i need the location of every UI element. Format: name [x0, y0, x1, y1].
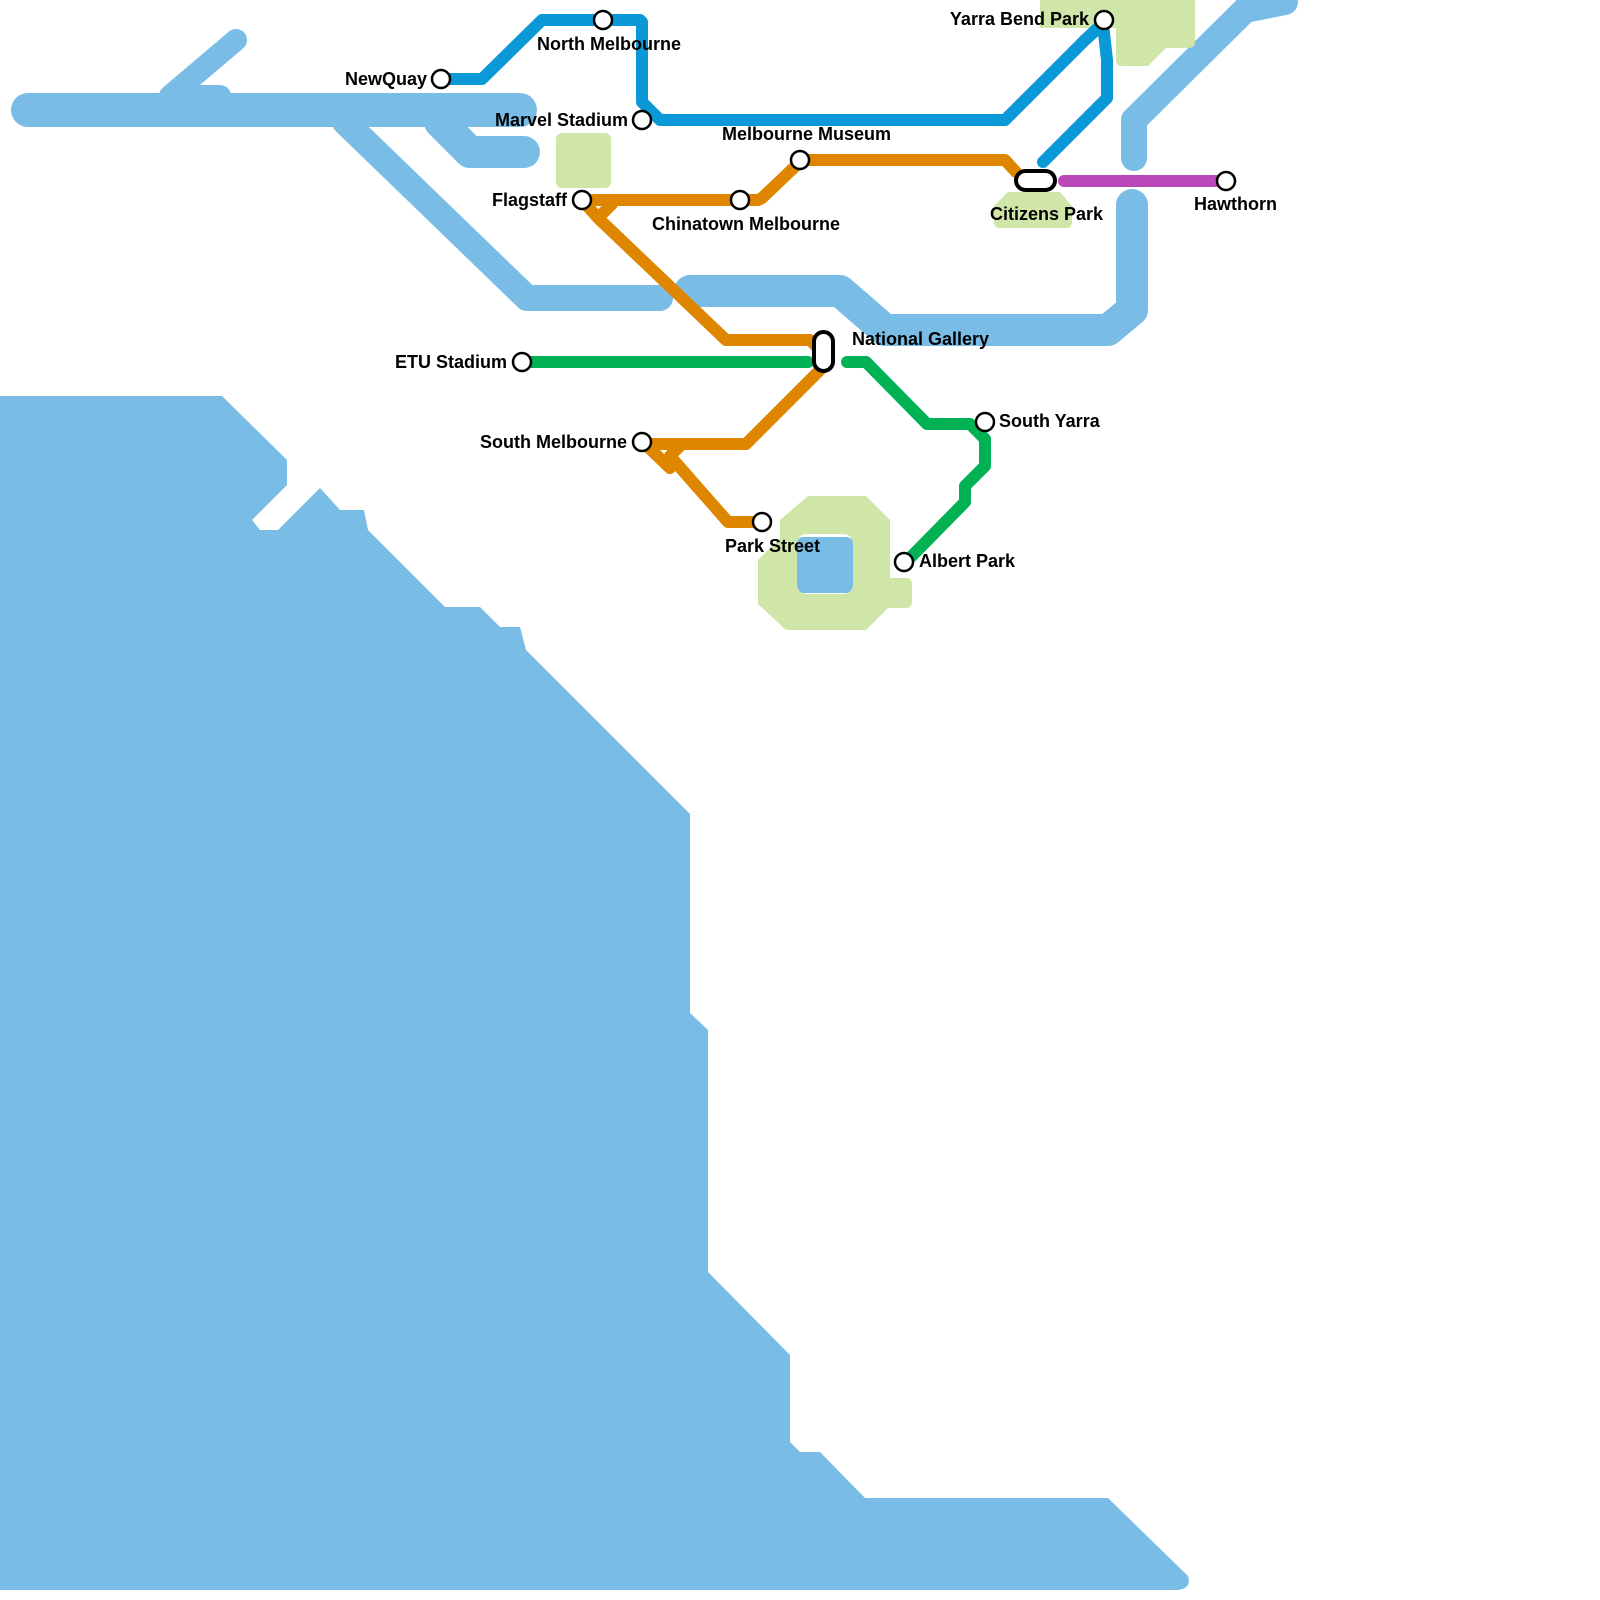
orange-line-south[interactable] [576, 194, 828, 528]
stations-layer [430, 9, 1237, 573]
station-citizens-park[interactable] [1014, 169, 1057, 192]
orange-line[interactable] [576, 154, 1022, 206]
water-layer [0, 0, 1298, 1590]
albert-park-area [758, 496, 912, 630]
station-south-yarra[interactable] [974, 411, 996, 433]
green-line-east[interactable] [841, 356, 991, 568]
label-flagstaff: Flagstaff [492, 190, 568, 210]
label-park-street: Park Street [725, 536, 820, 556]
albert-park-lake [797, 537, 853, 593]
label-south-yarra: South Yarra [999, 411, 1101, 431]
blue-line[interactable] [436, 14, 1113, 168]
label-albert-park: Albert Park [919, 551, 1016, 571]
lines-layer [436, 14, 1232, 568]
station-chinatown-melbourne[interactable] [729, 189, 751, 211]
label-newquay: NewQuay [345, 69, 427, 89]
station-hawthorn[interactable] [1215, 170, 1237, 192]
station-newquay[interactable] [430, 68, 452, 90]
label-south-melbourne: South Melbourne [480, 432, 627, 452]
blue-line-branch[interactable] [1079, 20, 1106, 46]
citizens-park-area [994, 192, 1072, 228]
label-chinatown-melbourne: Chinatown Melbourne [652, 214, 840, 234]
labels-layer: NewQuay North Melbourne Marvel Stadium F… [345, 9, 1277, 571]
station-south-melbourne[interactable] [631, 431, 653, 453]
label-hawthorn: Hawthorn [1194, 194, 1277, 214]
label-yarra-bend-park: Yarra Bend Park [950, 9, 1090, 29]
yarra-bend-park-area [1040, 0, 1195, 66]
port-phillip-bay [0, 396, 1189, 1590]
flagstaff-gardens [556, 133, 611, 188]
yarra-river [11, 0, 1298, 346]
station-flagstaff[interactable] [571, 189, 593, 211]
label-etu-stadium: ETU Stadium [395, 352, 507, 372]
station-etu-stadium[interactable] [511, 351, 533, 373]
station-national-gallery[interactable] [812, 330, 835, 373]
station-north-melbourne[interactable] [592, 9, 614, 31]
station-albert-park[interactable] [893, 551, 915, 573]
label-north-melbourne: North Melbourne [537, 34, 681, 54]
label-citizens-park: Citizens Park [990, 204, 1104, 224]
station-marvel-stadium[interactable] [631, 109, 653, 131]
station-yarra-bend-park[interactable] [1093, 9, 1115, 31]
label-national-gallery: National Gallery [852, 329, 989, 349]
station-melbourne-museum[interactable] [789, 149, 811, 171]
label-melbourne-museum: Melbourne Museum [722, 124, 891, 144]
label-marvel-stadium: Marvel Stadium [495, 110, 628, 130]
station-park-street[interactable] [751, 511, 773, 533]
parks-layer [556, 0, 1195, 630]
